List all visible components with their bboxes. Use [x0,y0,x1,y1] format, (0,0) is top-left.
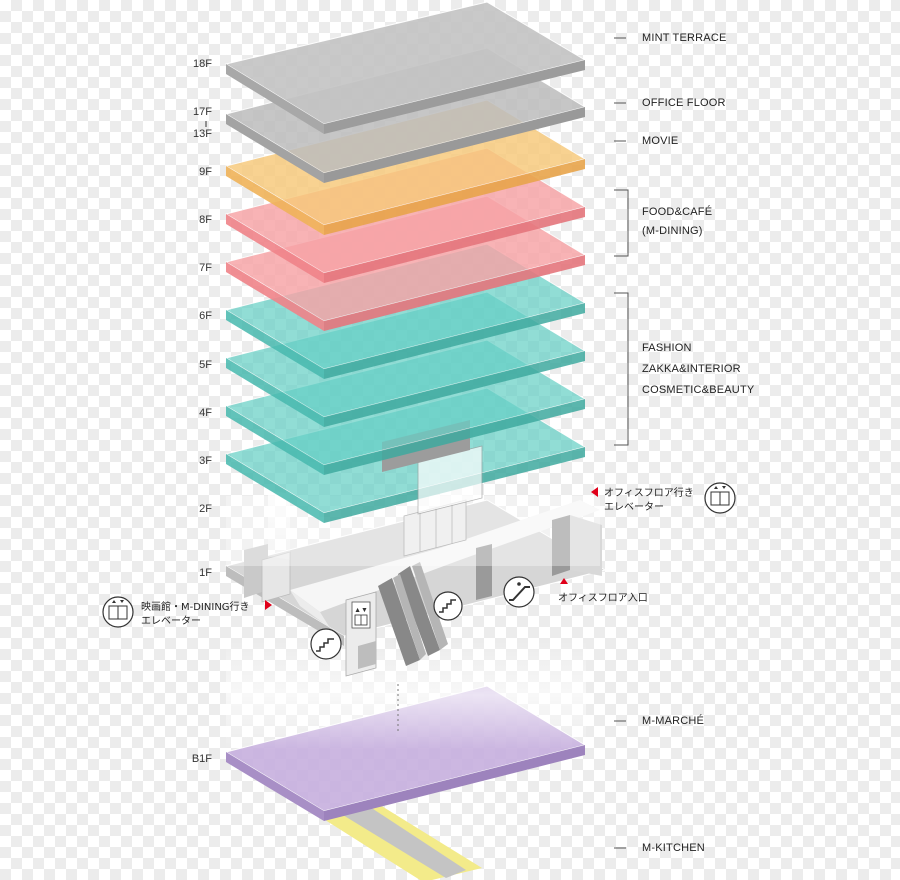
category-mint-terrace: MINT TERRACE [642,32,727,44]
floor-label-4f: 4F [199,407,212,419]
category-movie: MOVIE [642,135,678,147]
escalator-icon [503,576,535,608]
svg-text:▲▼: ▲▼ [354,607,368,614]
category-office-floor: OFFICE FLOOR [642,97,726,109]
marker-office-elevator [591,487,598,497]
bracket-fashion [614,292,629,446]
callout-movie-elevator-line1: 映画館・M-DINING行き [141,600,250,613]
floor-label-1f: 1F [199,567,212,579]
category-food-cafe: FOOD&CAFÉ [642,205,712,218]
category-cosmetic-beauty: COSMETIC&BEAUTY [642,384,755,396]
floor-label-5f: 5F [199,359,212,371]
category-m-dining: (M-DINING) [642,225,703,237]
callout-office-entrance: オフィスフロア入口 [558,592,648,604]
floor-label-3f: 3F [199,455,212,467]
floor-label-7f: 7F [199,262,212,274]
category-m-kitchen: M-KITCHEN [642,842,705,854]
category-zakka-interior: ZAKKA&INTERIOR [642,363,741,375]
callout-office-elevator-line2: エレベーター [604,501,664,513]
callout-office-elevator-line1: オフィスフロア行き [604,486,694,499]
callout-movie-elevator-line2: エレベーター [141,615,201,627]
floor-label-9f: 9F [199,166,212,178]
level-2f-haze [226,496,600,566]
floor-label-18f: 18F [193,58,212,70]
stairs-icon [310,628,342,660]
floor-label-8f: 8F [199,214,212,226]
elevator-icon [704,482,736,514]
marker-movie-elevator [265,600,272,610]
bracket-food-cafe [614,189,629,257]
glass-wall [268,490,290,560]
category-m-marche: M-MARCHÉ [642,714,704,727]
floor-label-17f: 17F [193,106,212,118]
stairs-icon [433,591,463,621]
slab-18f [224,1,587,134]
marker-office-entrance [560,578,568,584]
m-kitchen-road [322,800,482,880]
floor-label-2f: 2F [199,503,212,515]
floor-label-13f: 13F [193,128,212,140]
elevator-icon [102,596,134,628]
floor-label-6f: 6F [199,310,212,322]
category-fashion: FASHION [642,342,692,354]
floor-label-b1f: B1F [192,753,212,765]
